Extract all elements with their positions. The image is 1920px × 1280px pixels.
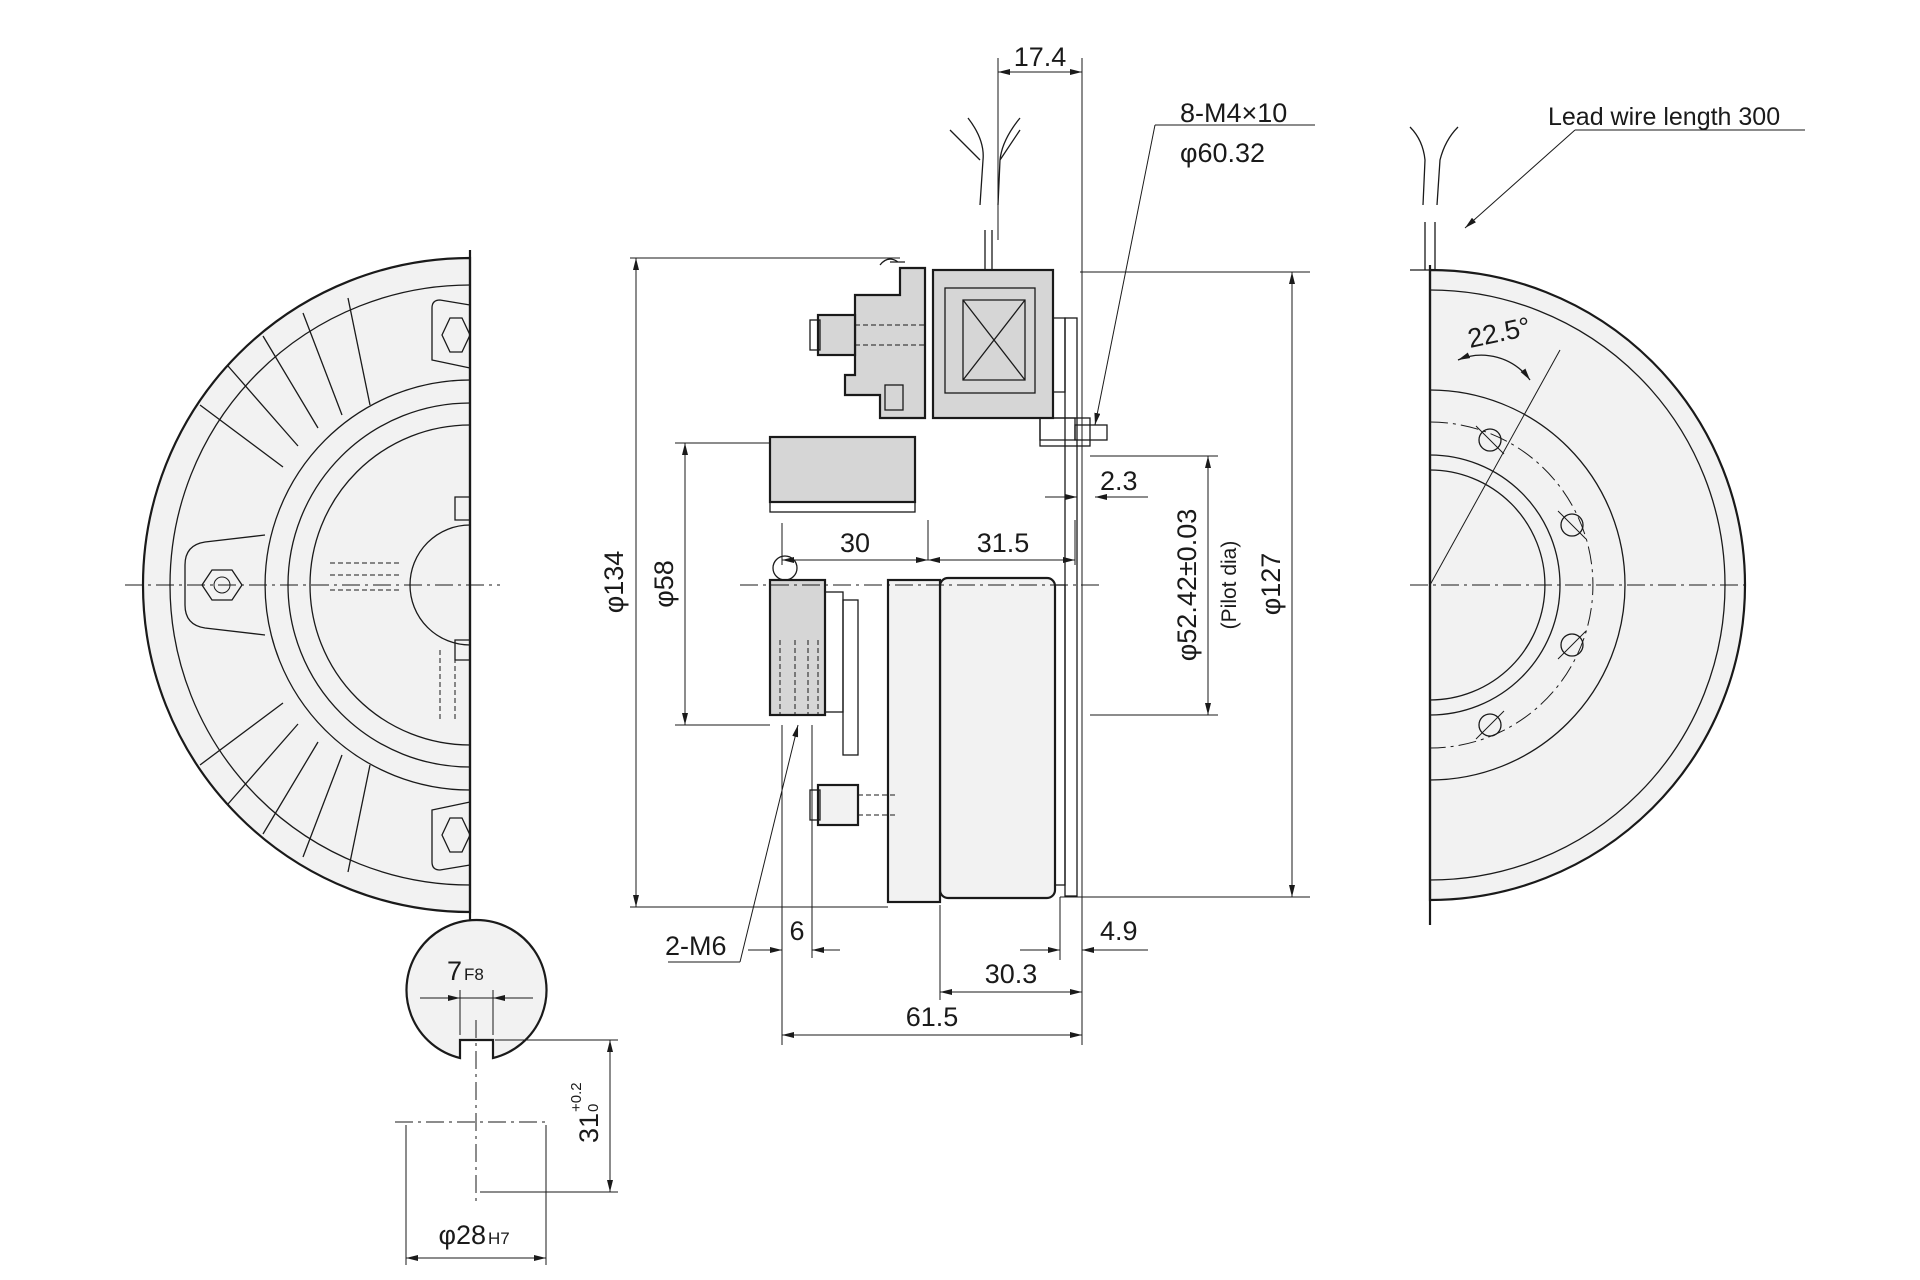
bottom-bolt (816, 783, 860, 827)
dim-pilot-note: (Pilot dia) (1218, 541, 1241, 630)
fan-spokes (199, 297, 371, 873)
left-ear-top (431, 299, 471, 369)
hub-lower (768, 578, 827, 717)
dim-key-height-tol-upper: +0.2 (568, 1082, 585, 1112)
right-ring (1429, 389, 1626, 781)
dim-pitch-dia: φ60.32 (1180, 138, 1265, 168)
bolt-holes (1475, 425, 1587, 740)
brake-plate (886, 578, 942, 904)
keyway-detail (395, 918, 550, 1205)
dim-17-4: 17.4 (1014, 42, 1067, 72)
left-hub (309, 424, 471, 746)
dim-4-9: 4.9 (1100, 916, 1138, 946)
dim-hub-dia: φ58 (649, 560, 679, 608)
dim-flange-dia: φ127 (1256, 553, 1286, 616)
right-rear-view (1409, 126, 1750, 925)
dimension-labels: 17.4 8-M4×10 φ60.32 Lead wire length 300… (438, 42, 1780, 1250)
dim-2-3: 2.3 (1100, 466, 1138, 496)
dim-bore-tol: H7 (488, 1229, 510, 1248)
dim-key-height: 31 +0.2 0 (568, 1082, 604, 1143)
dim-31-5: 31.5 (977, 528, 1030, 558)
dimension-lines (405, 58, 1805, 1265)
keyway-bore (405, 918, 548, 1060)
right-lead-wire (1409, 126, 1459, 270)
dim-pilot-dia: φ52.42±0.03 (1172, 509, 1202, 661)
dim-tap-spec: 2-M6 (665, 931, 727, 961)
left-ear-side (184, 534, 266, 636)
lead-wire (949, 117, 1021, 270)
dim-61-5: 61.5 (906, 1002, 959, 1032)
angle-arc (1457, 352, 1531, 381)
dim-key-height-tol-lower: 0 (585, 1104, 602, 1112)
dim-bolt-spec: 8-M4×10 (1180, 98, 1287, 128)
left-ear-bottom (431, 801, 471, 871)
brake-body (938, 576, 1057, 900)
dim-bore: φ28 H7 (438, 1220, 509, 1250)
left-front-view (125, 250, 500, 920)
dim-lead-wire: Lead wire length 300 (1548, 103, 1780, 131)
right-pitch-circle (1429, 421, 1594, 749)
dim-bore-value: φ28 (438, 1220, 486, 1250)
dim-outer-dia: φ134 (599, 551, 629, 614)
dim-key-height-value: 31 (574, 1113, 604, 1143)
right-outer-disc (1428, 268, 1747, 902)
dim-key-width-value: 7 (447, 956, 462, 986)
coil-cross (962, 299, 1026, 381)
hub-block (768, 435, 917, 504)
armature-clip (843, 266, 927, 420)
middle-side-view (740, 117, 1108, 904)
dim-key-width-tol: F8 (464, 965, 484, 984)
dim-key-width: 7 F8 (447, 956, 484, 986)
left-outer-disc (141, 256, 472, 914)
dim-30: 30 (840, 528, 870, 558)
dim-6: 6 (789, 916, 804, 946)
dim-30-3: 30.3 (985, 959, 1038, 989)
top-bolt (809, 313, 925, 357)
